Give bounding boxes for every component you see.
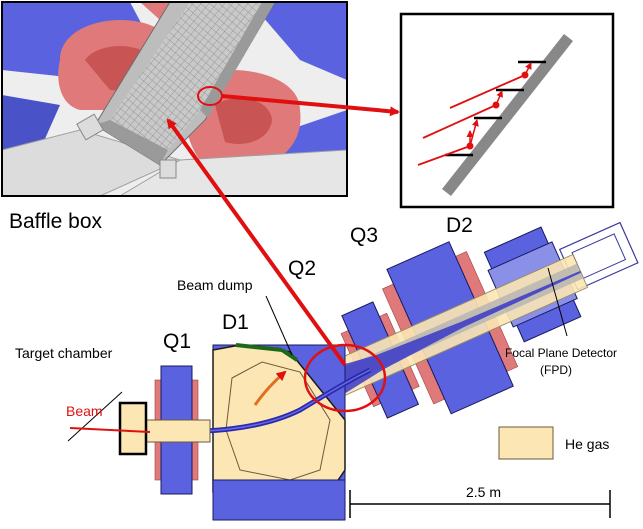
d1-label: D1 [222, 311, 249, 334]
q1-magnet [139, 365, 211, 495]
baffle-box-render [2, 2, 347, 196]
baffle-location-circle [303, 343, 387, 413]
scale-label: 2.5 m [466, 484, 502, 500]
target-chamber-leader [67, 391, 123, 442]
baffle-wall [442, 34, 573, 196]
beam-label: Beam [66, 403, 103, 419]
zoom-connector-arrow [221, 94, 400, 117]
baffle-box-label: Baffle box [9, 210, 103, 233]
q3-label: Q3 [350, 224, 379, 247]
fpd-abbrev-label: (FPD) [540, 363, 572, 377]
particle-ray [417, 145, 471, 166]
beam-dump-label: Beam dump [177, 277, 253, 293]
incoming-beam [69, 427, 151, 433]
beam-dump-arrow [253, 370, 287, 406]
q1-label: Q1 [163, 330, 192, 353]
baffle-inset-frame [1, 1, 348, 197]
location-connector-arrow [166, 118, 347, 367]
d2-label: D2 [446, 214, 473, 237]
scale-bar [349, 490, 611, 518]
beam-envelope [328, 270, 582, 397]
fpd-label: Focal Plane Detector [505, 346, 618, 360]
spectrometer-layout [325, 221, 639, 419]
particle-ray [449, 74, 526, 109]
baffle-plates [110, 2, 262, 150]
magnet-block [250, 2, 347, 80]
q2-label: Q2 [288, 257, 317, 280]
target-chamber [118, 401, 148, 456]
he-gas-swatch [498, 426, 554, 460]
target-chamber-label: Target chamber [15, 345, 113, 361]
he-gas-label: He gas [565, 436, 610, 452]
particle-ray [422, 104, 497, 139]
beam-dump-leader [265, 295, 293, 356]
baffle-schematic [399, 12, 615, 209]
d1-magnet [212, 343, 346, 521]
fpd-leader [547, 267, 568, 337]
magnet-block [2, 95, 60, 150]
